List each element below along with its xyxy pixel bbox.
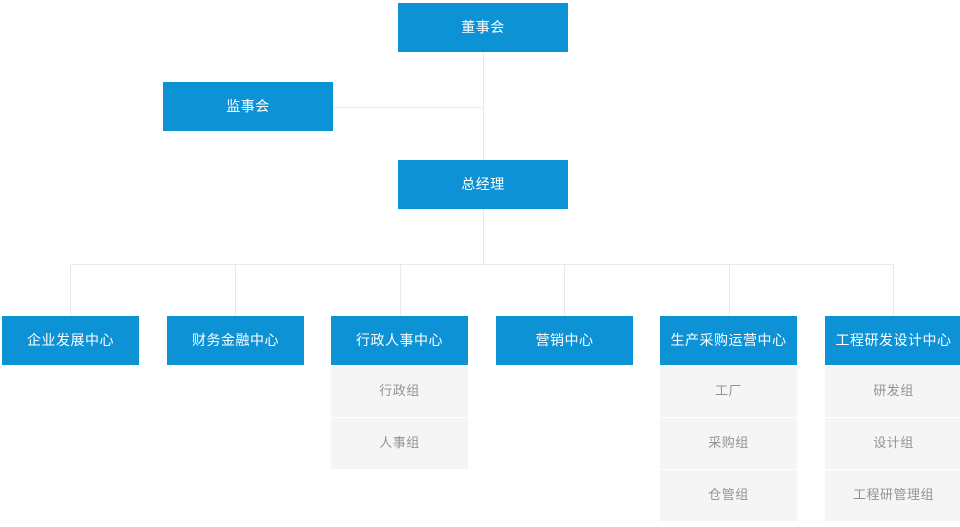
node-board-label: 董事会 <box>461 19 505 36</box>
node-department-4[interactable]: 营销中心 <box>496 316 633 365</box>
node-board-of-supervisors[interactable]: 监事会 <box>163 82 333 131</box>
node-department-5-child-3[interactable]: 仓管组 <box>660 469 797 521</box>
connector-drop-dept-6 <box>893 264 894 316</box>
node-general-manager-label: 总经理 <box>461 176 505 193</box>
node-department-5-child-3-label: 仓管组 <box>708 488 749 503</box>
node-supervisors-label: 监事会 <box>226 98 270 115</box>
connector-drop-dept-3 <box>400 264 401 316</box>
node-department-5-child-2[interactable]: 采购组 <box>660 417 797 469</box>
node-department-1-label: 企业发展中心 <box>27 332 114 349</box>
department-column-5: 生产采购运营中心 工厂 采购组 仓管组 <box>660 316 797 521</box>
node-department-1[interactable]: 企业发展中心 <box>2 316 139 365</box>
connector-drop-dept-4 <box>564 264 565 316</box>
department-column-3: 行政人事中心 行政组 人事组 <box>331 316 468 469</box>
connector-supervisors-to-trunk <box>333 107 484 108</box>
node-department-6-child-1[interactable]: 研发组 <box>825 365 960 417</box>
node-department-3-child-2-label: 人事组 <box>379 436 420 451</box>
node-department-4-label: 营销中心 <box>535 332 594 349</box>
node-department-2[interactable]: 财务金融中心 <box>167 316 304 365</box>
node-department-6-child-2[interactable]: 设计组 <box>825 417 960 469</box>
connector-drop-dept-1 <box>70 264 71 316</box>
department-column-6: 工程研发设计中心 研发组 设计组 工程研管理组 <box>825 316 960 521</box>
node-department-5-child-1[interactable]: 工厂 <box>660 365 797 417</box>
connector-drop-dept-2 <box>235 264 236 316</box>
node-department-3-child-2[interactable]: 人事组 <box>331 417 468 469</box>
node-department-3[interactable]: 行政人事中心 <box>331 316 468 365</box>
node-department-6-child-2-label: 设计组 <box>873 436 914 451</box>
node-department-5-child-1-label: 工厂 <box>714 384 742 399</box>
node-board-of-directors[interactable]: 董事会 <box>398 3 568 52</box>
department-column-1: 企业发展中心 <box>2 316 139 365</box>
node-department-3-child-1-label: 行政组 <box>379 384 420 399</box>
connector-department-bus <box>70 264 894 265</box>
node-department-5[interactable]: 生产采购运营中心 <box>660 316 797 365</box>
node-department-6-label: 工程研发设计中心 <box>835 332 952 349</box>
node-department-6-child-1-label: 研发组 <box>873 384 914 399</box>
department-column-4: 营销中心 <box>496 316 633 365</box>
department-column-2: 财务金融中心 <box>167 316 304 365</box>
node-department-3-child-1[interactable]: 行政组 <box>331 365 468 417</box>
node-department-6-child-3[interactable]: 工程研管理组 <box>825 469 960 521</box>
connector-gm-to-bus <box>483 209 484 265</box>
node-department-2-label: 财务金融中心 <box>192 332 279 349</box>
node-department-6-child-3-label: 工程研管理组 <box>852 488 934 503</box>
node-department-3-label: 行政人事中心 <box>356 332 443 349</box>
connector-board-to-gm <box>483 52 484 160</box>
connector-drop-dept-5 <box>729 264 730 316</box>
node-general-manager[interactable]: 总经理 <box>398 160 568 209</box>
node-department-6[interactable]: 工程研发设计中心 <box>825 316 960 365</box>
node-department-5-label: 生产采购运营中心 <box>670 332 787 349</box>
node-department-5-child-2-label: 采购组 <box>708 436 749 451</box>
